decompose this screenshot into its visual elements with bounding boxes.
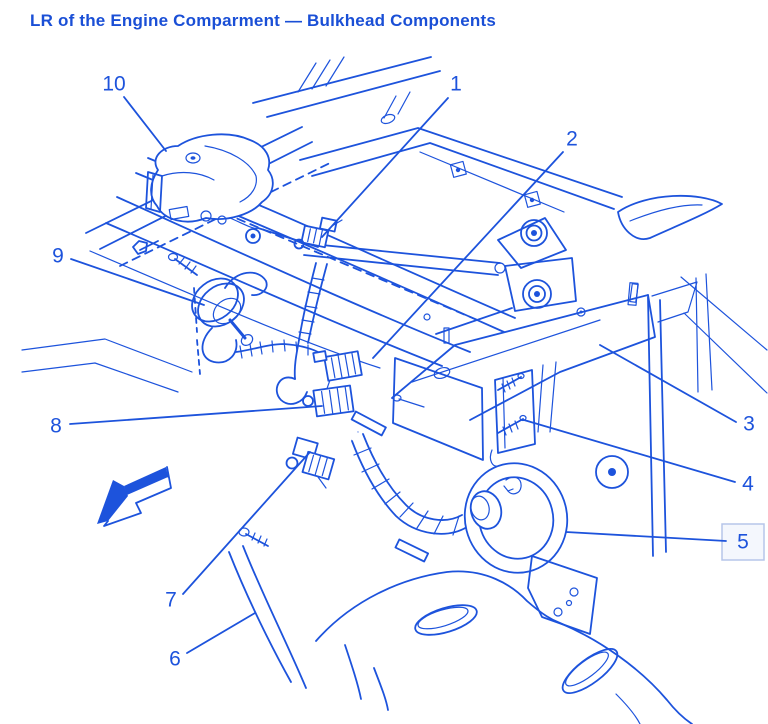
lower-body-panel	[228, 527, 693, 724]
callout-8-leader-line	[69, 405, 323, 425]
callout-number-2: 2	[566, 128, 578, 151]
callout-number-1: 1	[450, 73, 462, 96]
wiper-motor	[145, 133, 274, 229]
callout-number-6: 6	[169, 648, 181, 671]
callout-5-highlight-box	[721, 523, 765, 561]
callout-3-leader-line	[599, 344, 737, 423]
callout-7-leader-line	[182, 451, 311, 595]
callout-10-leader-line	[123, 96, 167, 152]
bolt-and-screw	[132, 240, 198, 276]
view-direction-arrow-icon	[97, 466, 172, 527]
bulkhead-shelf	[391, 283, 656, 489]
callout-1-leader-line	[321, 97, 449, 238]
callout-layer: 1 2 3 4 5 6 7 8 9 10	[50, 73, 765, 671]
callout-6-leader-line	[186, 612, 256, 654]
callout-number-8: 8	[50, 415, 62, 438]
cowl-end-trim	[617, 194, 723, 240]
harness-connectors	[275, 216, 482, 563]
callout-number-4: 4	[742, 473, 754, 496]
callout-2-leader-line	[372, 151, 564, 359]
callout-number-3: 3	[743, 413, 755, 436]
callout-9-leader-line	[70, 258, 205, 306]
callout-4-leader-line	[523, 419, 736, 483]
stud-opening	[489, 369, 536, 467]
callout-number-10: 10	[102, 73, 125, 96]
callout-5-leader-line	[565, 531, 727, 542]
callout-number-5: 5	[737, 531, 749, 554]
grommet-pigtail	[191, 271, 319, 364]
callout-number-7: 7	[165, 589, 177, 612]
diagram-title: LR of the Engine Comparment — Bulkhead C…	[30, 11, 496, 30]
bulkhead-grommet	[463, 462, 569, 574]
cowl-molding	[299, 127, 623, 213]
callout-number-9: 9	[52, 245, 64, 268]
